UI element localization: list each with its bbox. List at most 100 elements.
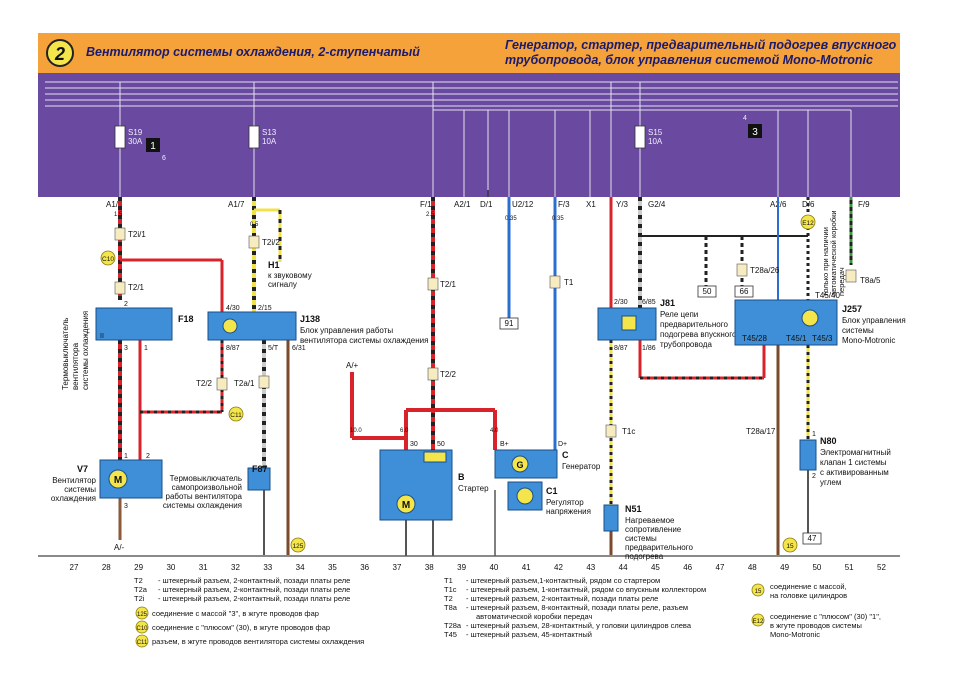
column-number: 45	[651, 563, 660, 572]
svg-text:подогрева: подогрева	[625, 552, 664, 561]
svg-text:F87: F87	[252, 464, 268, 474]
column-number: 32	[231, 563, 240, 572]
svg-text:Реле цепи: Реле цепи	[660, 310, 698, 319]
relay-marker-3	[748, 124, 762, 138]
svg-text:15: 15	[786, 543, 794, 550]
svg-text:X1: X1	[586, 200, 596, 209]
column-number: 42	[554, 563, 563, 572]
legend-right: 15 соединение с массой, на головке цилин…	[751, 582, 881, 639]
svg-text:предварительного: предварительного	[625, 543, 693, 552]
svg-text:подогрева впускного: подогрева впускного	[660, 330, 737, 339]
svg-text:- штекерный разъем, 1-контактн: - штекерный разъем, 1-контактный, рядом …	[466, 585, 706, 594]
header-title-right-1: Генератор, стартер, предварительный подо…	[505, 38, 897, 52]
svg-text:T2a: T2a	[134, 585, 148, 594]
svg-text:2: 2	[146, 453, 150, 460]
svg-text:6.0: 6.0	[400, 428, 409, 434]
svg-text:M: M	[114, 475, 122, 486]
svg-text:F/1: F/1	[420, 200, 432, 209]
svg-text:0.5: 0.5	[250, 222, 259, 228]
svg-text:N80: N80	[820, 436, 837, 446]
svg-text:системы: системы	[842, 326, 874, 335]
svg-text:T2: T2	[134, 576, 143, 585]
svg-text:A1/7: A1/7	[228, 200, 245, 209]
component-j257: J257 Блок управления системы Mono-Motron…	[734, 299, 906, 346]
svg-text:30A: 30A	[128, 137, 143, 146]
svg-text:T2a/1: T2a/1	[234, 379, 255, 388]
svg-text:2/15: 2/15	[258, 305, 272, 312]
legend-left: T2 - штекерный разъем, 2-контактный, поз…	[134, 576, 350, 603]
svg-text:5/T: 5/T	[268, 345, 279, 352]
column-number: 48	[748, 563, 757, 572]
component-f18: F18 2 3 1 II	[95, 301, 194, 352]
svg-text:6: 6	[162, 155, 166, 162]
svg-text:Термовыключатель: Термовыключатель	[170, 474, 242, 483]
page-badge-number: 2	[54, 44, 65, 64]
column-number: 52	[877, 563, 886, 572]
relay-marker-1	[146, 138, 160, 152]
svg-text:66: 66	[740, 287, 749, 296]
svg-text:- штекерный разъем, 28-контакт: - штекерный разъем, 28-контактный, у гол…	[466, 621, 692, 630]
svg-text:A/-: A/-	[114, 543, 125, 552]
svg-text:Генератор: Генератор	[562, 462, 601, 471]
column-number: 39	[457, 563, 466, 572]
svg-text:50: 50	[437, 441, 445, 448]
svg-text:самопроизвольной: самопроизвольной	[172, 483, 242, 492]
column-number: 34	[296, 563, 305, 572]
svg-text:T2/1: T2/1	[440, 280, 457, 289]
column-number: 38	[425, 563, 434, 572]
svg-text:8/87: 8/87	[226, 345, 240, 352]
svg-text:8/87: 8/87	[614, 345, 628, 352]
bus-lines	[45, 81, 898, 107]
column-number: 49	[780, 563, 789, 572]
column-number: 33	[263, 563, 272, 572]
svg-text:II: II	[100, 333, 104, 340]
svg-text:T1: T1	[564, 278, 574, 287]
svg-text:T1c: T1c	[444, 585, 457, 594]
svg-text:вентилятора системы охлаждения: вентилятора системы охлаждения	[300, 336, 428, 345]
svg-text:F18: F18	[178, 314, 194, 324]
svg-text:C10: C10	[136, 626, 148, 632]
svg-text:1: 1	[124, 453, 128, 460]
svg-text:клапан 1 системы: клапан 1 системы	[820, 458, 887, 467]
column-number: 37	[393, 563, 402, 572]
svg-text:D+: D+	[558, 441, 567, 448]
side-note-2: автоматической коробки	[829, 210, 838, 296]
svg-text:2/30: 2/30	[614, 299, 628, 306]
wire-gauges: 1.5 0.5 0.35 0.35 2.5 10.0 6.0 4.0	[114, 212, 564, 434]
svg-text:A1/5: A1/5	[106, 200, 123, 209]
svg-text:Mono-Motronic: Mono-Motronic	[842, 336, 895, 345]
fuse-s19: S19 30A	[114, 125, 143, 149]
side-note-3: передач	[837, 267, 846, 296]
column-number: 43	[586, 563, 595, 572]
f18-vertical-2: вентилятора	[71, 342, 80, 390]
column-number: 44	[619, 563, 628, 572]
svg-text:Y/3: Y/3	[616, 200, 629, 209]
svg-text:T1c: T1c	[622, 427, 635, 436]
wires	[38, 190, 900, 557]
svg-text:углем: углем	[820, 478, 841, 487]
svg-text:15: 15	[755, 589, 762, 595]
svg-text:T45/3: T45/3	[812, 334, 833, 343]
svg-text:F/3: F/3	[558, 200, 570, 209]
svg-text:4: 4	[743, 115, 747, 122]
svg-text:47: 47	[808, 534, 817, 543]
svg-text:2: 2	[124, 301, 128, 308]
connector-labels: T2i/1 T2/1 T2i/2 T2/2 T2a/1 T2/1 T2/2 T1…	[114, 227, 881, 438]
svg-text:C: C	[562, 450, 569, 460]
svg-text:4/30: 4/30	[226, 305, 240, 312]
svg-text:охлаждения: охлаждения	[51, 494, 96, 503]
svg-text:N51: N51	[625, 504, 642, 514]
svg-text:0.35: 0.35	[505, 216, 517, 222]
component-j138: J138 Блок управления работы вентилятора …	[207, 305, 428, 352]
svg-text:системы охлаждения: системы охлаждения	[163, 501, 242, 510]
component-n51: N51 Нагреваемое сопротивление системы пр…	[603, 504, 693, 561]
svg-text:соединение с массой "3", в жгу: соединение с массой "3", в жгуте проводо…	[152, 609, 319, 618]
svg-text:D/1: D/1	[480, 200, 493, 209]
svg-text:соединение с "плюсом" (30), в: соединение с "плюсом" (30), в жгуте пров…	[152, 623, 330, 632]
svg-text:T2i/2: T2i/2	[262, 238, 280, 247]
svg-text:Нагреваемое: Нагреваемое	[625, 516, 675, 525]
svg-text:J81: J81	[660, 298, 675, 308]
svg-text:10.0: 10.0	[350, 428, 362, 434]
